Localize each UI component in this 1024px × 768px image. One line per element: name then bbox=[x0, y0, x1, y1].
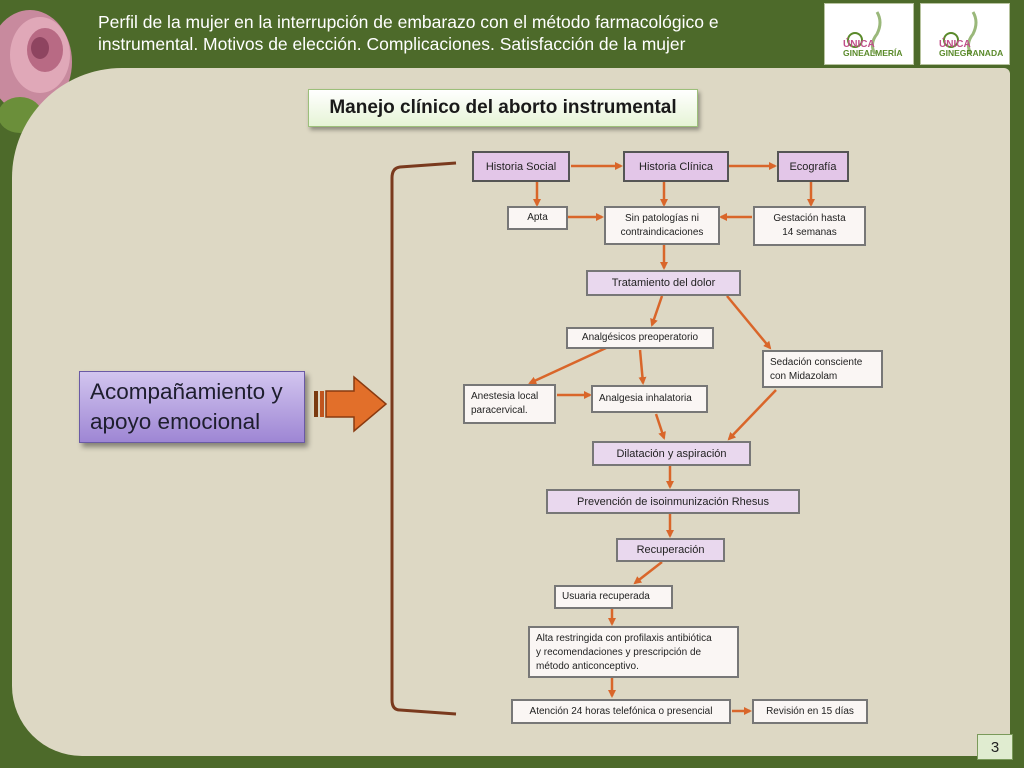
node-usuaria-recuperada: Usuaria recuperada bbox=[554, 585, 673, 609]
node-dilatacion: Dilatación y aspiración bbox=[592, 441, 751, 466]
node-alta-line2: y recomendaciones y prescripción de bbox=[536, 647, 702, 658]
node-ecografia: Ecografía bbox=[777, 151, 849, 182]
header-title: Perfil de la mujer en la interrupción de… bbox=[98, 11, 818, 55]
emotional-support-box: Acompañamiento y apoyo emocional bbox=[79, 371, 305, 443]
node-sedacion: Sedación consciente con Midazolam bbox=[762, 350, 883, 388]
node-revision: Revisión en 15 días bbox=[752, 699, 868, 724]
node-anestesia-line2: paracervical. bbox=[471, 405, 528, 416]
node-historia-clinica: Historia Clínica bbox=[623, 151, 729, 182]
node-gestacion-line1: Gestación hasta bbox=[773, 213, 846, 224]
node-atencion-24h: Atención 24 horas telefónica o presencia… bbox=[511, 699, 731, 724]
node-sedacion-line2: con Midazolam bbox=[770, 371, 838, 382]
emotional-support-line1: Acompañamiento y bbox=[90, 379, 283, 404]
node-recuperacion: Recuperación bbox=[616, 538, 725, 562]
node-analgesicos: Analgésicos preoperatorio bbox=[566, 327, 714, 349]
node-prevencion: Prevención de isoinmunización Rhesus bbox=[546, 489, 800, 514]
header-title-line1: Perfil de la mujer en la interrupción de… bbox=[98, 12, 719, 32]
node-sedacion-line1: Sedación consciente bbox=[770, 357, 863, 368]
node-alta-line1: Alta restringida con profilaxis antibiót… bbox=[536, 633, 712, 644]
node-tratamiento-dolor: Tratamiento del dolor bbox=[586, 270, 741, 296]
arrow-sedacion-dilatacion bbox=[727, 389, 777, 441]
arrow-recuperacion-usuaria bbox=[633, 561, 663, 585]
logo-ginealmeria-name: ÚNICA bbox=[843, 39, 875, 50]
emotional-support-line2: apoyo emocional bbox=[90, 409, 261, 434]
female-figure-icon bbox=[847, 11, 882, 55]
header-title-line2: instrumental. Motivos de elección. Compl… bbox=[98, 34, 686, 54]
node-alta-line3: método anticonceptivo. bbox=[536, 661, 639, 672]
node-anestesia-line1: Anestesia local bbox=[471, 391, 539, 402]
logo-ginegranada-name: ÚNICA bbox=[939, 39, 971, 50]
page-number: 3 bbox=[977, 734, 1013, 760]
rose-decoration bbox=[0, 10, 72, 133]
logo-ginegranada: ÚNICA GINEGRANADA bbox=[920, 3, 1010, 65]
block-arrow-icon bbox=[314, 375, 388, 433]
arrow-analgesicos-anestesia bbox=[528, 346, 607, 385]
node-gestacion: Gestación hasta 14 semanas bbox=[753, 206, 866, 246]
bracket bbox=[390, 161, 457, 716]
section-title: Manejo clínico del aborto instrumental bbox=[308, 89, 698, 127]
node-anestesia-local: Anestesia local paracervical. bbox=[463, 384, 556, 424]
node-sin-patologias-line1: Sin patologías ni bbox=[625, 212, 699, 224]
female-figure-icon bbox=[943, 11, 978, 55]
logo-ginealmeria-sub: GINEALMERÍA bbox=[843, 48, 903, 58]
logo-ginegranada-sub: GINEGRANADA bbox=[939, 48, 1004, 58]
logo-ginealmeria-text: ÚNICA GINEALMERÍA bbox=[843, 40, 903, 58]
logo-ginegranada-text: ÚNICA GINEGRANADA bbox=[939, 40, 1003, 58]
arrow-tratamiento-analgesicos bbox=[650, 295, 664, 327]
node-sin-patologias: Sin patologías ni contraindicaciones bbox=[604, 206, 720, 245]
arrow-tratamiento-sedacion bbox=[726, 295, 772, 350]
node-analgesia-inhalatoria: Analgesia inhalatoria bbox=[591, 385, 708, 413]
arrow-analgesicos-inhalatoria bbox=[638, 349, 647, 385]
node-historia-social: Historia Social bbox=[472, 151, 570, 182]
logo-ginealmeria: ÚNICA GINEALMERÍA bbox=[824, 3, 914, 65]
node-alta-restringida: Alta restringida con profilaxis antibiót… bbox=[528, 626, 739, 678]
node-gestacion-line2: 14 semanas bbox=[782, 227, 837, 238]
arrow-inhalatoria-dilatacion bbox=[654, 413, 666, 440]
node-sin-patologias-line2: contraindicaciones bbox=[620, 226, 704, 238]
node-apta: Apta bbox=[507, 206, 568, 230]
